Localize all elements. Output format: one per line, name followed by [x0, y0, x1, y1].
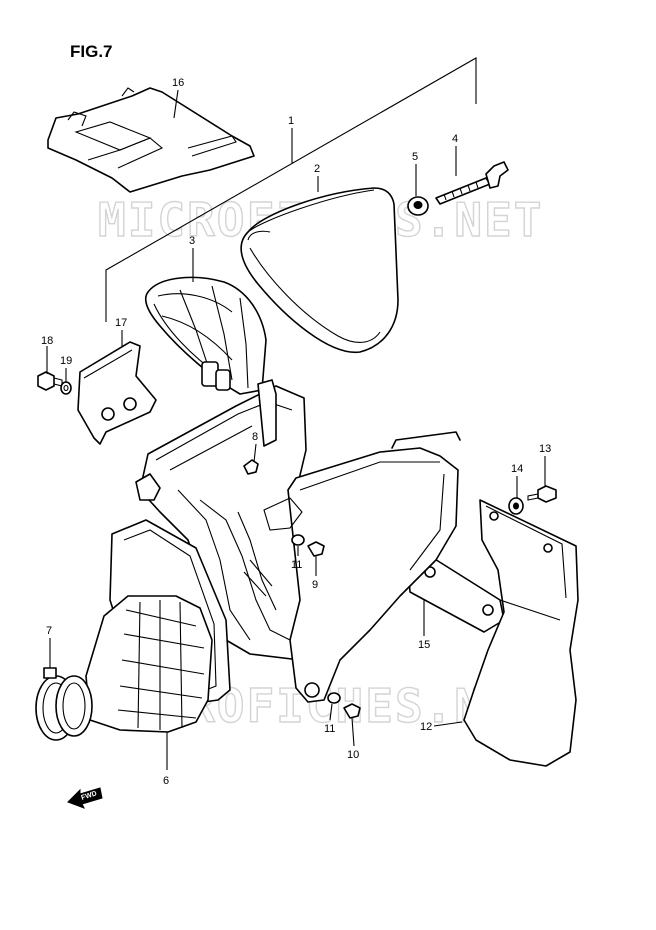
callout-10: 10 [347, 749, 359, 761]
part-8-screw[interactable] [243, 459, 259, 475]
part-17-bracket[interactable] [77, 341, 157, 445]
callout-5: 5 [412, 151, 418, 163]
callout-labels: 1 2 3 4 5 6 7 8 9 10 11 11 12 13 14 15 1… [41, 77, 551, 787]
part-13-bolt[interactable] [527, 485, 557, 503]
callout-11-upper: 11 [291, 559, 302, 571]
part-11-washer-lower[interactable] [327, 692, 341, 704]
callout-12: 12 [420, 721, 432, 733]
part-14-washer[interactable] [508, 497, 524, 515]
callout-13: 13 [539, 443, 551, 455]
part-9-bolt[interactable] [307, 541, 325, 557]
part-18-bolt[interactable] [37, 371, 63, 391]
leader-lines [46, 89, 546, 770]
part-4-long-bolt[interactable] [435, 161, 509, 205]
part-5-grommet[interactable] [407, 196, 429, 216]
callout-16: 16 [172, 77, 184, 89]
callout-17: 17 [115, 317, 127, 329]
part-16-cover[interactable] [47, 87, 255, 193]
part-7-hose-clamp[interactable] [35, 667, 93, 741]
callout-11-lower: 11 [324, 723, 335, 735]
part-12-rear-duct[interactable] [463, 499, 579, 767]
callout-1: 1 [288, 115, 294, 127]
airbox-main-body[interactable] [135, 379, 307, 661]
forward-arrow-icon: FWD [67, 787, 103, 809]
callout-2: 2 [314, 163, 320, 175]
rear-frame-plate[interactable] [263, 431, 461, 703]
part-6-intake-duct[interactable] [85, 595, 213, 733]
callout-15: 15 [418, 639, 430, 651]
part-19-washer[interactable] [60, 381, 72, 395]
figure-title: FIG.7 [70, 42, 113, 61]
callout-14: 14 [511, 463, 523, 475]
callout-3: 3 [189, 235, 195, 247]
callout-7: 7 [46, 625, 52, 637]
callout-9: 9 [312, 579, 318, 591]
callout-4: 4 [452, 133, 458, 145]
assembly-bracket-1 [105, 57, 477, 322]
part-11-washer-upper[interactable] [291, 534, 305, 546]
callout-19: 19 [60, 355, 72, 367]
fwd-label: FWD [80, 790, 97, 802]
callout-6: 6 [163, 775, 169, 787]
part-10-bolt[interactable] [343, 703, 361, 719]
callout-18: 18 [41, 335, 53, 347]
callout-8: 8 [252, 431, 258, 443]
part-2-filter-element[interactable] [240, 187, 399, 353]
part-3-filter-cage[interactable] [144, 276, 267, 395]
